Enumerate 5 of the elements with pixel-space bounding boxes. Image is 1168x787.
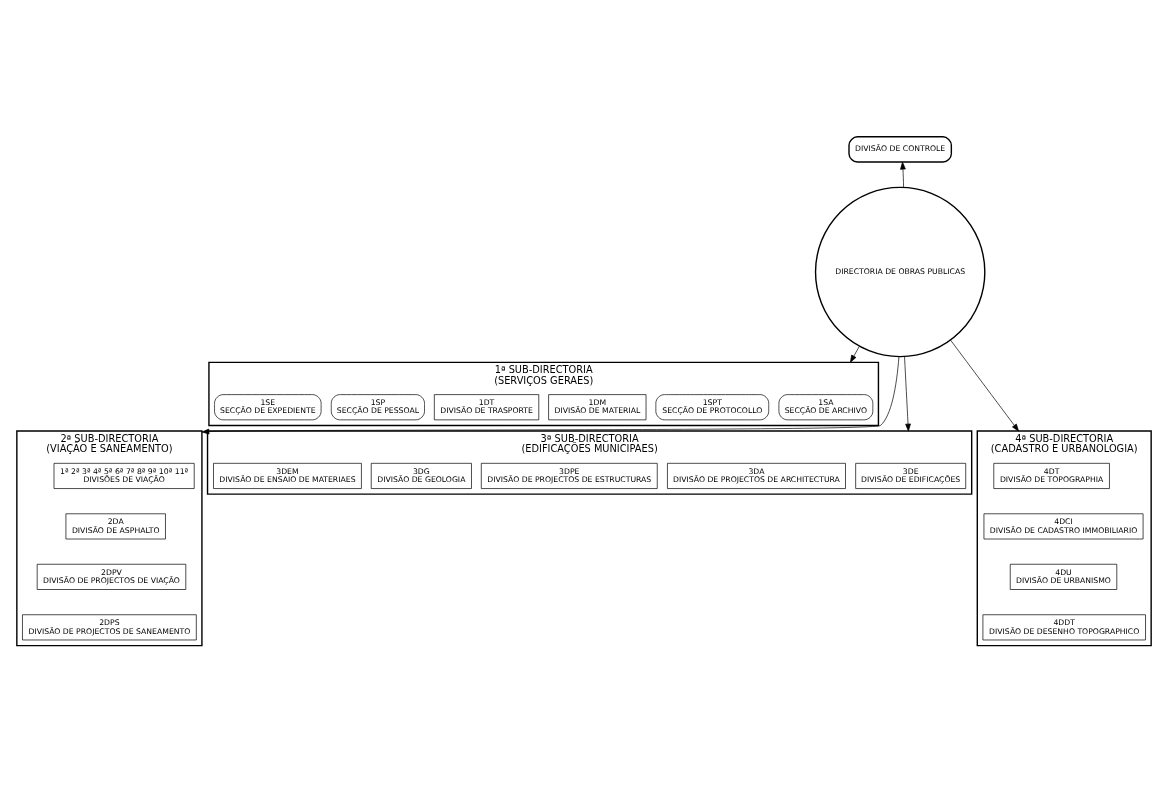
arrow <box>950 339 1019 431</box>
arrow <box>904 356 911 431</box>
arrow <box>850 345 860 363</box>
arrow <box>201 355 900 434</box>
arrow <box>900 161 906 188</box>
